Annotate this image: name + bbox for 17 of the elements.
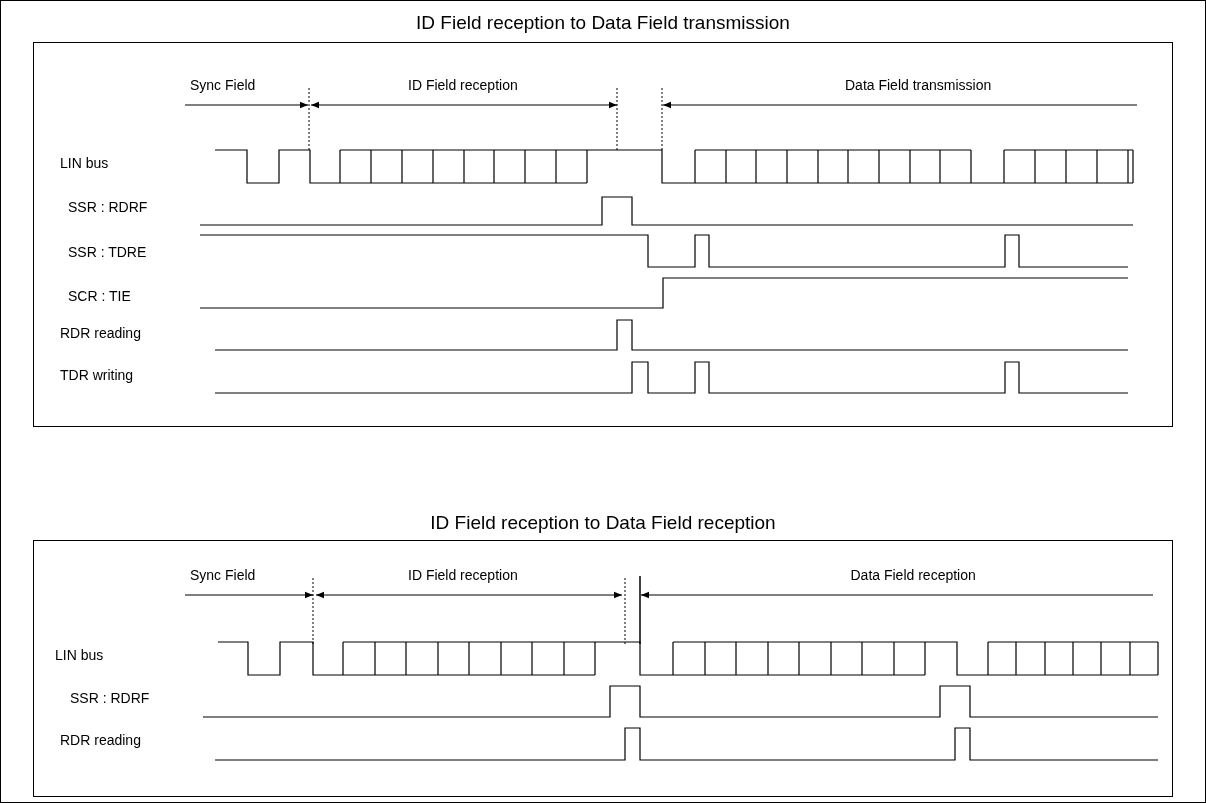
signal-name: SCR : TIE xyxy=(68,288,131,304)
signal-name: RDR reading xyxy=(60,732,141,748)
field-label: ID Field reception xyxy=(408,77,518,93)
panel-title: ID Field reception to Data Field reception xyxy=(429,512,777,534)
field-label: Sync Field xyxy=(190,77,256,93)
signal-name: LIN bus xyxy=(60,155,109,171)
signal-name: RDR reading xyxy=(60,325,141,341)
signal-name: TDR writing xyxy=(60,367,134,383)
field-label: Data Field reception xyxy=(850,567,976,583)
field-label: Sync Field xyxy=(190,567,256,583)
signal-name: SSR : RDRF xyxy=(68,199,148,215)
signal-name: SSR : TDRE xyxy=(68,244,147,260)
field-label: ID Field reception xyxy=(408,567,518,583)
field-label: Data Field transmission xyxy=(845,77,992,93)
signal-name: LIN bus xyxy=(55,647,104,663)
signal-name: SSR : RDRF xyxy=(70,690,150,706)
panel-title: ID Field reception to Data Field transmission xyxy=(415,12,791,34)
